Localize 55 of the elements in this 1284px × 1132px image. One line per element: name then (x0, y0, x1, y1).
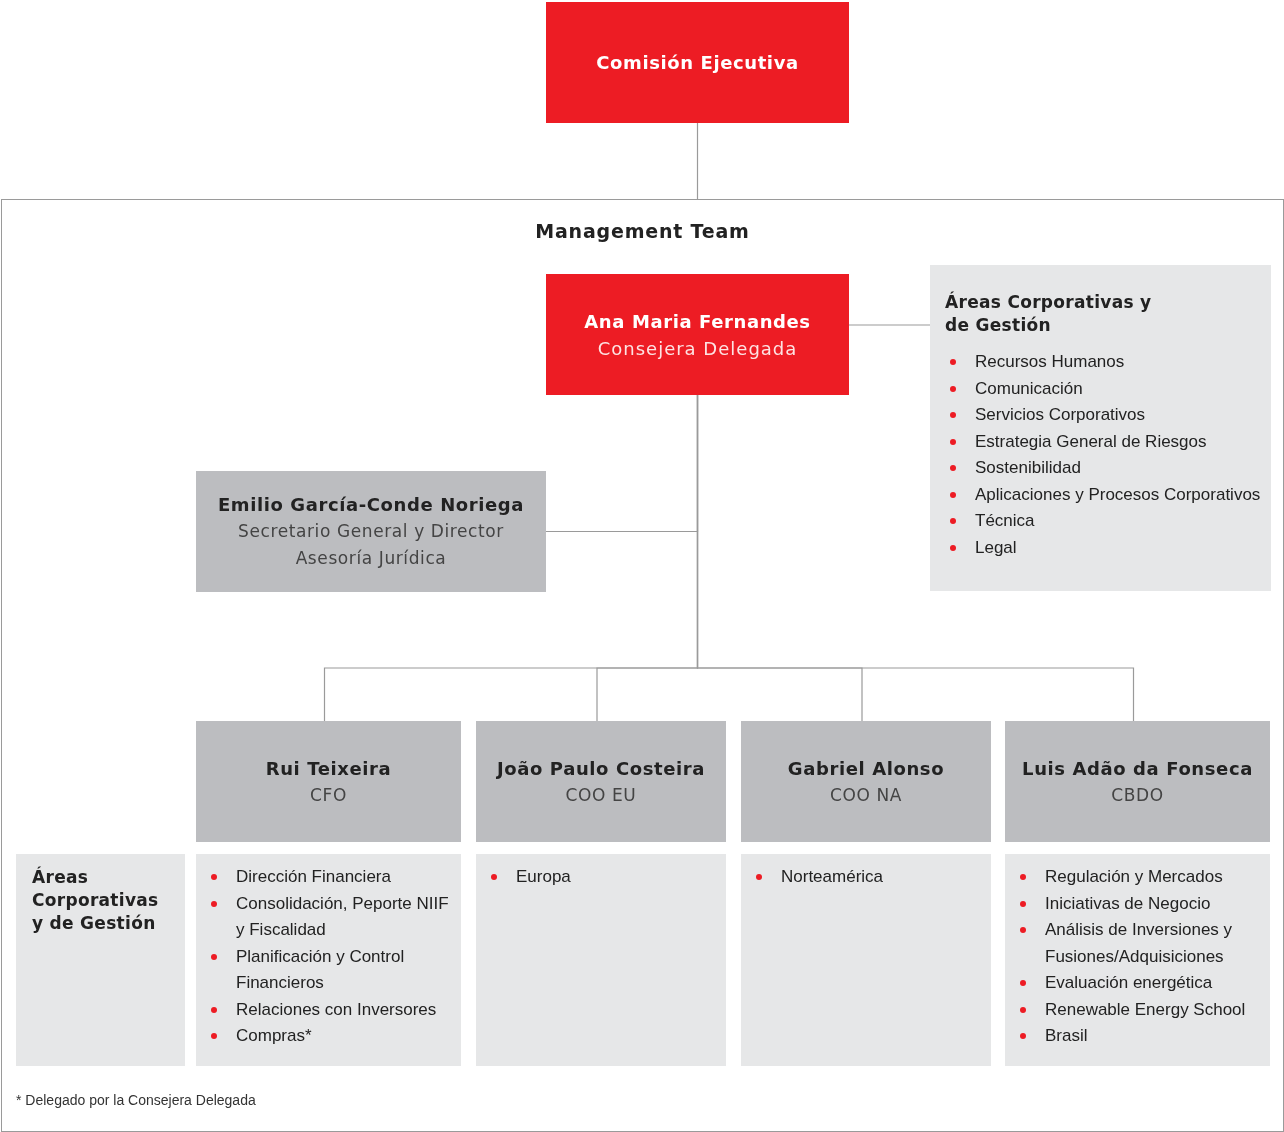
role-title: Consejera Delegada (597, 336, 798, 361)
list-item: Legal (945, 534, 1261, 561)
footnote: * Delegado por la Consejera Delegada (16, 1092, 256, 1108)
list-item: Renewable Energy School (1015, 996, 1262, 1023)
person-box (1005, 721, 1270, 842)
person-box (476, 721, 726, 842)
list-item: Análisis de Inversiones y Fusiones/Adquisiciones (1015, 917, 1262, 970)
list-item: Servicios Corporativos (945, 402, 1261, 429)
connector-line (696, 122, 699, 200)
list-item: Comunicación (945, 375, 1261, 402)
person-name: Ana Maria Fernandes (584, 309, 811, 334)
person-name: João Paulo Costeira (497, 756, 705, 781)
person-name: Comisión Ejecutiva (596, 51, 799, 75)
list-item: Iniciativas de Negocio (1015, 890, 1262, 917)
person-name: Gabriel Alonso (787, 756, 945, 781)
panel-heading: Áreas Corporativas y de Gestión (32, 866, 160, 935)
role-title: Secretario General y Director Asesoría Jurídica (237, 520, 505, 570)
list-item: Relaciones con Inversores (206, 996, 453, 1023)
areas-list-panel (741, 854, 991, 1066)
list-item: Estrategia General de Riesgos (945, 428, 1261, 455)
list-item: Brasil (1015, 1023, 1262, 1050)
list-item: Norteamérica (751, 864, 983, 891)
executive-box (546, 2, 849, 123)
role-title: CBDO (1111, 783, 1164, 807)
person-box (741, 721, 991, 842)
list-item: Consolidación, Peporte NIIF y Fiscalidad (206, 890, 453, 944)
person-name: Rui Teixeira (265, 756, 392, 781)
areas-label-panel (16, 854, 185, 1066)
list-item: Compras* (206, 1023, 453, 1050)
list-item: Regulación y Mercados (1015, 864, 1262, 891)
areas-panel (930, 265, 1271, 591)
executive-box (546, 274, 849, 395)
connector-line (696, 394, 1135, 722)
role-title: CFO (310, 783, 347, 807)
person-box (196, 721, 461, 842)
role-title: COO EU (565, 783, 637, 807)
role-title: COO NA (830, 783, 902, 807)
list-item: Sostenibilidad (945, 455, 1261, 482)
team-panel (1, 199, 1284, 1132)
list-item: Recursos Humanos (945, 349, 1261, 376)
areas-list-panel (476, 854, 726, 1066)
areas-list-panel (1005, 854, 1270, 1066)
panel-title: Management Team (534, 220, 751, 242)
list-item: Planificación y Control Financieros (206, 943, 453, 997)
connector-line (848, 324, 931, 326)
person-box (196, 471, 546, 592)
areas-list-panel (196, 854, 461, 1066)
panel-heading: Áreas Corporativas y de Gestión (945, 291, 1153, 337)
person-name: Luis Adão da Fonseca (1022, 756, 1253, 781)
list-item: Dirección Financiera (206, 864, 453, 891)
list-item: Europa (486, 864, 718, 891)
list-item: Técnica (945, 508, 1261, 535)
person-name: Emilio García-Conde Noriega (217, 493, 525, 517)
list-item: Aplicaciones y Procesos Corporativos (945, 481, 1261, 508)
list-item: Evaluación energética (1015, 970, 1262, 997)
